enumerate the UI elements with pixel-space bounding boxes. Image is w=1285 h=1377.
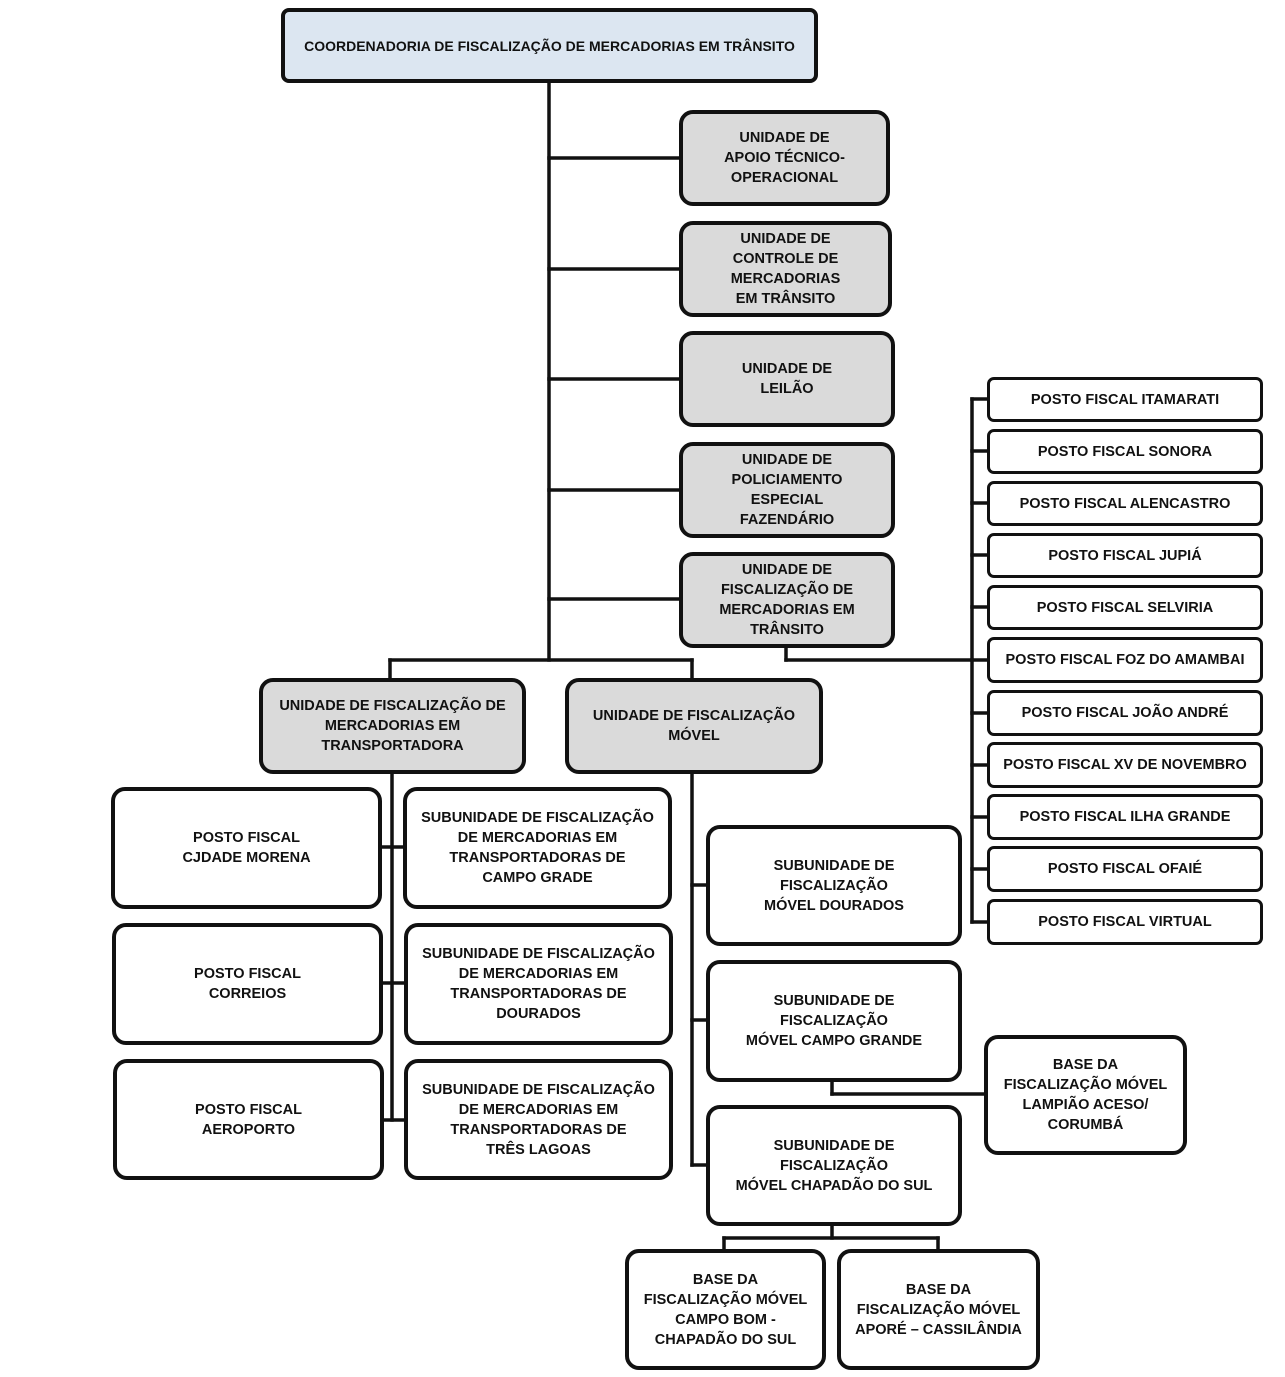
unit-fiscalizacao-transito-box: UNIDADE DE FISCALIZAÇÃO DE MERCADORIAS E… <box>679 552 895 648</box>
unit-controle-box: UNIDADE DE CONTROLE DE MERCADORIAS EM TR… <box>679 221 892 317</box>
posto-label: POSTO FISCAL FOZ DO AMAMBAI <box>1005 652 1245 668</box>
base-label: BASE DA FISCALIZAÇÃO MÓVEL CAMPO BOM - C… <box>643 1271 808 1348</box>
subunidade-campo-grande-box: SUBUNIDADE DE FISCALIZAÇÃO DE MERCADORIA… <box>403 787 672 909</box>
unit-movel-label: UNIDADE DE FISCALIZAÇÃO MÓVEL <box>592 708 796 744</box>
base-label: BASE DA FISCALIZAÇÃO MÓVEL APORÉ – CASSI… <box>855 1281 1022 1338</box>
subunidade-movel-dourados-box: SUBUNIDADE DE FISCALIZAÇÃO MÓVEL DOURADO… <box>706 825 962 946</box>
unit-leilao-box: UNIDADE DE LEILÃO <box>679 331 895 427</box>
posto-label: POSTO FISCAL JOÃO ANDRÉ <box>1021 705 1229 721</box>
base-campo-bom-box: BASE DA FISCALIZAÇÃO MÓVEL CAMPO BOM - C… <box>625 1249 826 1370</box>
root-coordenadoria-box: COORDENADORIA DE FISCALIZAÇÃO DE MERCADO… <box>281 8 818 83</box>
posto-joao-andre-box: POSTO FISCAL JOÃO ANDRÉ <box>987 690 1263 736</box>
unit-apoio-box: UNIDADE DE APOIO TÉCNICO- OPERACIONAL <box>679 110 890 206</box>
subunidade-label: SUBUNIDADE DE FISCALIZAÇÃO MÓVEL CAMPO G… <box>745 993 923 1049</box>
posto-itamarati-box: POSTO FISCAL ITAMARATI <box>987 377 1263 422</box>
posto-label: POSTO FISCAL ALENCASTRO <box>1019 495 1231 512</box>
root-label: COORDENADORIA DE FISCALIZAÇÃO DE MERCADO… <box>304 37 795 54</box>
subunidade-label: SUBUNIDADE DE FISCALIZAÇÃO DE MERCADORIA… <box>422 946 655 1022</box>
posto-xv-de-novembro-box: POSTO FISCAL XV DE NOVEMBRO <box>987 742 1263 788</box>
posto-label: POSTO FISCAL XV DE NOVEMBRO <box>1003 757 1247 773</box>
posto-foz-do-amambai-box: POSTO FISCAL FOZ DO AMAMBAI <box>987 637 1263 683</box>
subunidade-movel-chapadao-box: SUBUNIDADE DE FISCALIZAÇÃO MÓVEL CHAPADÃ… <box>706 1105 962 1226</box>
posto-label: POSTO FISCAL CJDADE MORENA <box>182 830 311 866</box>
posto-label: POSTO FISCAL CORREIOS <box>194 966 301 1002</box>
subunidade-tres-lagoas-box: SUBUNIDADE DE FISCALIZAÇÃO DE MERCADORIA… <box>404 1059 673 1180</box>
posto-label: POSTO FISCAL AEROPORTO <box>195 1101 302 1138</box>
subunidade-label: SUBUNIDADE DE FISCALIZAÇÃO MÓVEL DOURADO… <box>764 857 904 914</box>
unit-leilao-label: UNIDADE DE LEILÃO <box>741 361 833 397</box>
base-lampiao-aceso-box: BASE DA FISCALIZAÇÃO MÓVEL LAMPIÃO ACESO… <box>984 1035 1187 1155</box>
posto-ilha-grande-box: POSTO FISCAL ILHA GRANDE <box>987 794 1263 840</box>
unit-policiamento-box: UNIDADE DE POLICIAMENTO ESPECIAL FAZENDÁ… <box>679 442 895 538</box>
base-label: BASE DA FISCALIZAÇÃO MÓVEL LAMPIÃO ACESO… <box>1003 1057 1168 1133</box>
unit-transportadora-box: UNIDADE DE FISCALIZAÇÃO DE MERCADORIAS E… <box>259 678 526 774</box>
posto-selviria-box: POSTO FISCAL SELVIRIA <box>987 585 1263 630</box>
subunidade-movel-campo-grande-box: SUBUNIDADE DE FISCALIZAÇÃO MÓVEL CAMPO G… <box>706 960 962 1082</box>
subunidade-label: SUBUNIDADE DE FISCALIZAÇÃO DE MERCADORIA… <box>422 1081 655 1158</box>
posto-label: POSTO FISCAL ILHA GRANDE <box>1019 809 1231 825</box>
posto-sonora-box: POSTO FISCAL SONORA <box>987 429 1263 474</box>
subunidade-label: SUBUNIDADE DE FISCALIZAÇÃO DE MERCADORIA… <box>421 810 654 886</box>
subunidade-label: SUBUNIDADE DE FISCALIZAÇÃO MÓVEL CHAPADÃ… <box>735 1137 933 1194</box>
subunidade-dourados-box: SUBUNIDADE DE FISCALIZAÇÃO DE MERCADORIA… <box>404 923 673 1045</box>
base-apore-box: BASE DA FISCALIZAÇÃO MÓVEL APORÉ – CASSI… <box>837 1249 1040 1370</box>
posto-label: POSTO FISCAL JUPIÁ <box>1048 547 1202 564</box>
unit-fiscalizacao-transito-label: UNIDADE DE FISCALIZAÇÃO DE MERCADORIAS E… <box>719 562 855 638</box>
posto-label: POSTO FISCAL OFAIÉ <box>1047 861 1203 877</box>
unit-transportadora-label: UNIDADE DE FISCALIZAÇÃO DE MERCADORIAS E… <box>279 698 506 754</box>
posto-label: POSTO FISCAL ITAMARATI <box>1030 391 1220 408</box>
unit-controle-label: UNIDADE DE CONTROLE DE MERCADORIAS EM TR… <box>730 231 841 307</box>
posto-aeroporto-box: POSTO FISCAL AEROPORTO <box>113 1059 384 1180</box>
posto-alencastro-box: POSTO FISCAL ALENCASTRO <box>987 481 1263 526</box>
posto-cidade-morena-box: POSTO FISCAL CJDADE MORENA <box>111 787 382 909</box>
posto-label: POSTO FISCAL SONORA <box>1037 443 1213 460</box>
posto-correios-box: POSTO FISCAL CORREIOS <box>112 923 383 1045</box>
unit-movel-box: UNIDADE DE FISCALIZAÇÃO MÓVEL <box>565 678 823 774</box>
unit-policiamento-label: UNIDADE DE POLICIAMENTO ESPECIAL FAZENDÁ… <box>731 452 843 528</box>
posto-label: POSTO FISCAL SELVIRIA <box>1036 599 1214 616</box>
posto-virtual-box: POSTO FISCAL VIRTUAL <box>987 899 1263 945</box>
posto-label: POSTO FISCAL VIRTUAL <box>1038 914 1212 930</box>
unit-apoio-label: UNIDADE DE APOIO TÉCNICO- OPERACIONAL <box>724 130 845 186</box>
posto-ofaie-box: POSTO FISCAL OFAIÉ <box>987 846 1263 892</box>
posto-jupia-box: POSTO FISCAL JUPIÁ <box>987 533 1263 578</box>
